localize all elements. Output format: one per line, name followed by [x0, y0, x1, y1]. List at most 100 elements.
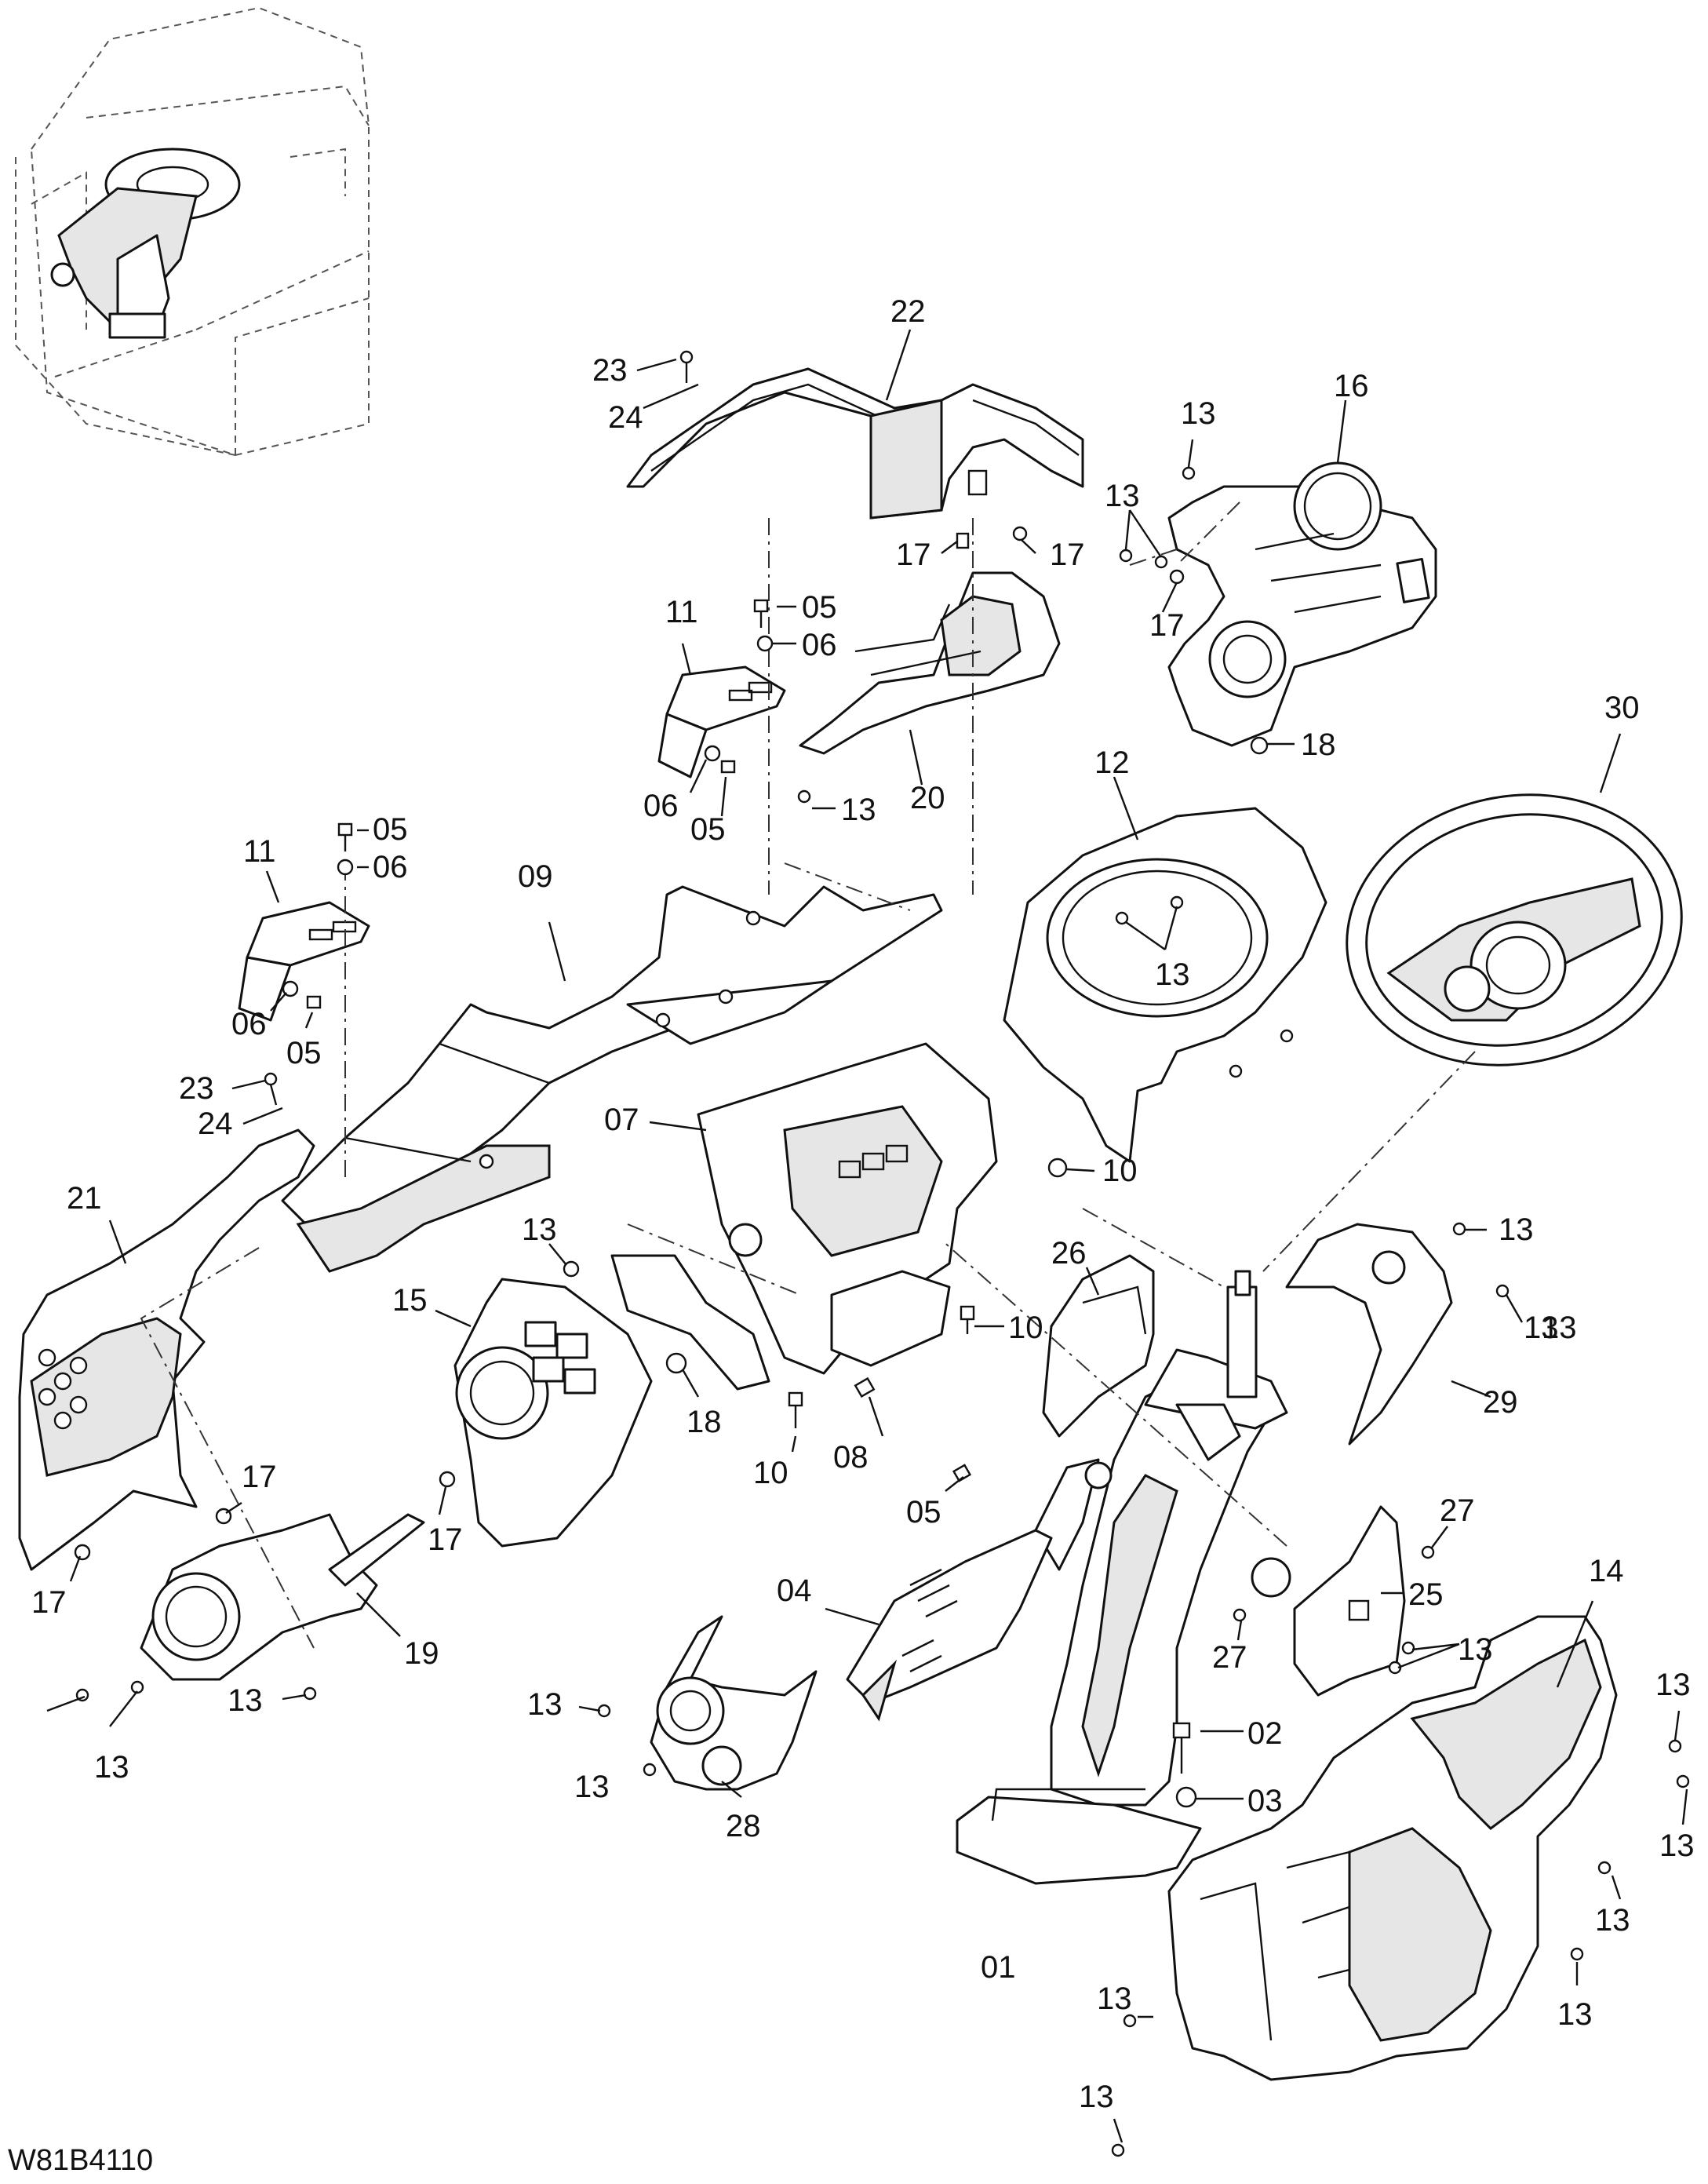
callout-01: 01: [981, 1950, 1016, 1985]
callout-05: 05: [906, 1495, 941, 1530]
callout-11: 11: [243, 834, 276, 869]
callout-27: 27: [1440, 1493, 1475, 1528]
part-29-shroud: [1285, 1223, 1453, 1446]
callout-13: 13: [522, 1212, 557, 1247]
screw-27b: [1233, 1608, 1247, 1622]
part-19-lower-left-cover: [140, 1513, 425, 1681]
callout-13: 13: [1595, 1903, 1630, 1938]
callout-13: 13: [1542, 1311, 1577, 1345]
callout-15: 15: [392, 1283, 428, 1318]
bolt-05b: [720, 760, 736, 774]
callout-17: 17: [428, 1522, 463, 1557]
screw-13c: [1154, 555, 1168, 569]
screw-13p: [130, 1680, 144, 1694]
callout-18: 18: [686, 1405, 722, 1439]
callout-16: 16: [1334, 369, 1369, 403]
callout-23: 23: [179, 1071, 214, 1106]
callout-28: 28: [726, 1809, 761, 1843]
part-22-upper-cover: [626, 367, 1084, 520]
callout-17: 17: [1050, 538, 1085, 572]
callout-07: 07: [604, 1103, 639, 1137]
callout-13: 13: [1155, 957, 1190, 992]
callout-13: 13: [1105, 479, 1140, 513]
screw-13q: [597, 1704, 611, 1718]
bolt-05d: [306, 995, 322, 1009]
screw-13s: [1668, 1739, 1682, 1753]
part-07-mounting-frame: [610, 1042, 998, 1391]
part-12-column-hood: [1003, 807, 1327, 1163]
nut-17c: [1169, 569, 1185, 585]
callout-13: 13: [1655, 1668, 1691, 1702]
callout-17: 17: [31, 1585, 67, 1620]
nut-17e: [439, 1471, 456, 1488]
callout-24: 24: [608, 400, 643, 435]
screw-13v: [1570, 1947, 1584, 1961]
callout-05: 05: [373, 812, 408, 847]
bolt-23a: [679, 350, 694, 383]
screw-13n: [303, 1686, 317, 1701]
callout-05: 05: [802, 590, 837, 625]
callout-08: 08: [833, 1440, 869, 1475]
bolt-05e: [952, 1464, 972, 1482]
callout-11: 11: [665, 595, 698, 629]
callout-14: 14: [1589, 1554, 1624, 1588]
callout-02: 02: [1247, 1716, 1283, 1751]
callout-17: 17: [896, 538, 931, 572]
callout-06: 06: [643, 789, 679, 823]
callout-13: 13: [1499, 1212, 1534, 1247]
callout-22: 22: [890, 294, 926, 329]
screw-13i: [563, 1260, 580, 1278]
part-14-column-cover: [1167, 1615, 1618, 2081]
screw-13a: [1182, 466, 1196, 480]
assembly-centre-lines: [140, 501, 1476, 1649]
callout-13: 13: [1181, 396, 1216, 431]
screw-13u: [1597, 1861, 1611, 1875]
screw-13x: [1111, 2143, 1125, 2157]
bolt-05c: [337, 822, 353, 851]
part-30-steering-wheel: [1346, 793, 1683, 1066]
callout-13: 13: [1097, 1982, 1132, 2016]
callout-06: 06: [802, 628, 837, 662]
nut-17a: [956, 532, 970, 549]
screw-13j: [1452, 1222, 1466, 1236]
bolt-10b: [960, 1305, 975, 1334]
nut-17b: [1012, 526, 1028, 541]
part-16-gauge-panel: [1167, 461, 1437, 747]
washer-06d: [282, 980, 299, 997]
callout-21: 21: [67, 1181, 102, 1216]
screw-13d: [797, 789, 811, 804]
part-09-cross-beam: [281, 885, 943, 1273]
callout-23: 23: [592, 353, 628, 388]
screw-27a: [1421, 1545, 1435, 1559]
callout-05: 05: [690, 812, 726, 847]
callout-04: 04: [777, 1573, 812, 1608]
callout-06: 06: [373, 850, 408, 884]
washer-06c: [337, 859, 354, 876]
part-28-lower-cover: [650, 1615, 818, 1791]
screw-13f: [1170, 895, 1184, 910]
callout-leaders: [46, 329, 1688, 2143]
callout-13: 13: [574, 1770, 610, 1804]
callout-19: 19: [404, 1636, 439, 1671]
bolt-08: [854, 1376, 876, 1398]
callout-29: 29: [1483, 1385, 1518, 1420]
callout-13: 13: [1557, 1997, 1593, 2032]
screw-13b: [1119, 549, 1133, 563]
callout-25: 25: [1408, 1577, 1444, 1612]
callout-30: 30: [1604, 691, 1640, 725]
bolt-05a: [753, 599, 769, 628]
screw-13l: [1401, 1641, 1415, 1655]
callout-27: 27: [1212, 1640, 1247, 1675]
part-25-side-bracket: [1251, 1505, 1406, 1697]
bolt-23b: [264, 1072, 278, 1106]
callout-18: 18: [1301, 727, 1336, 762]
callout-24: 24: [198, 1107, 233, 1141]
callout-12: 12: [1094, 746, 1130, 780]
callout-13: 13: [94, 1750, 129, 1785]
screw-13g: [1280, 1029, 1294, 1043]
screw-13k: [1495, 1284, 1510, 1298]
screw-13e: [1115, 911, 1129, 925]
callout-13: 13: [1659, 1829, 1695, 1863]
callout-labels: 22 23 24 16 13 13 17 17 17 11 05 06 06 0…: [31, 294, 1695, 2114]
